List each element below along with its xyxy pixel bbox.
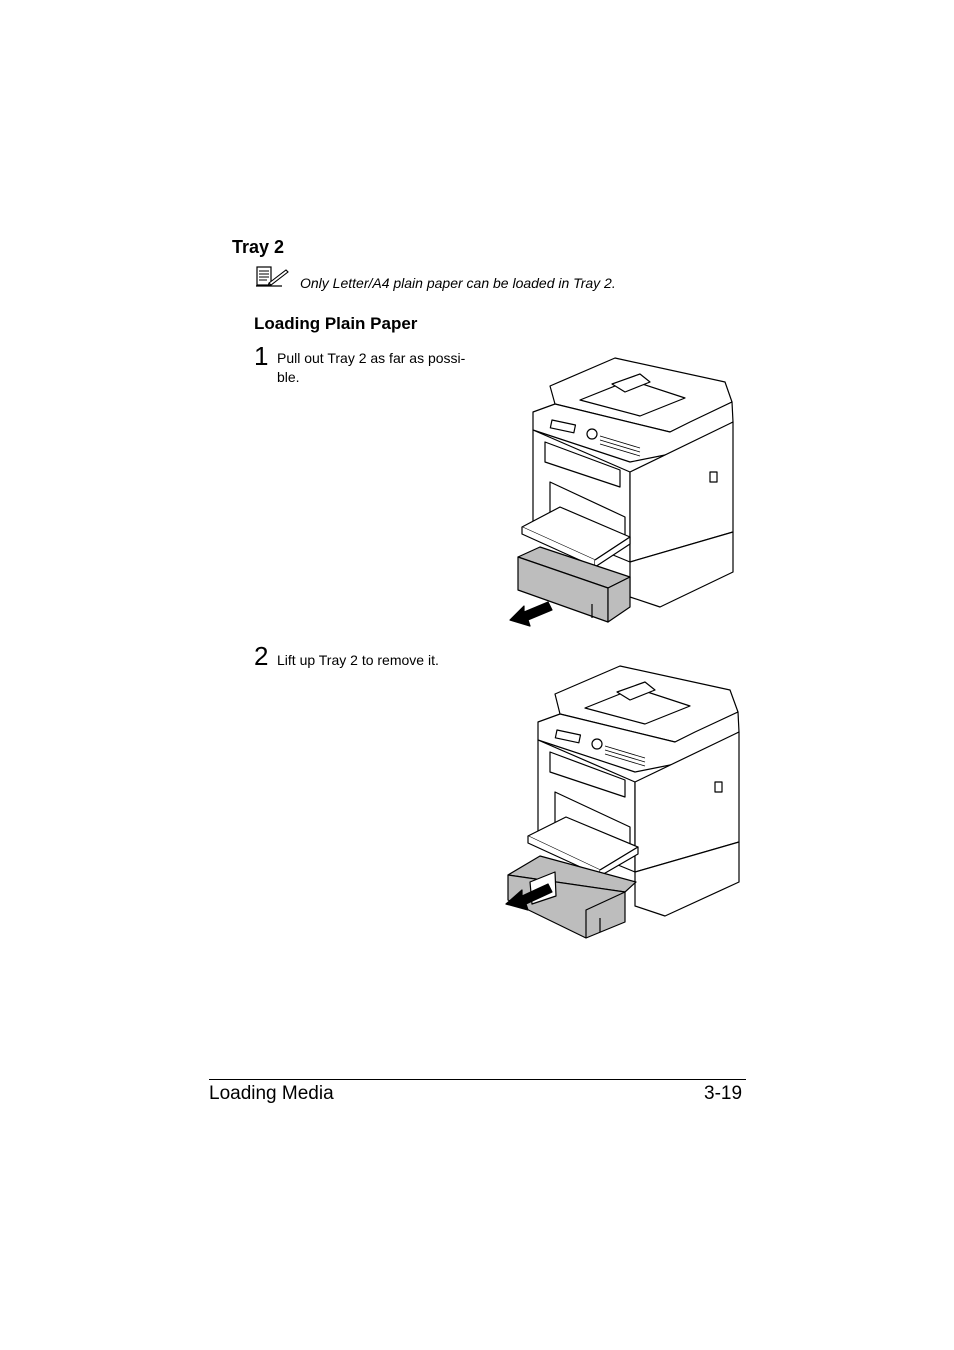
step-number: 2 <box>254 641 269 671</box>
step-number: 1 <box>254 341 269 371</box>
footer-chapter: Loading Media <box>209 1083 334 1104</box>
section-title: Tray 2 <box>232 237 285 257</box>
subsection-title: Loading Plain Paper <box>254 314 418 333</box>
note-text: Only Letter/A4 plain paper can be loaded… <box>300 275 616 291</box>
note-pencil-icon <box>256 266 290 288</box>
footer-page-number: 3-19 <box>704 1083 743 1104</box>
step-text: Lift up Tray 2 to remove it. <box>277 652 439 668</box>
printer-tray-pull-out-illustration <box>500 352 740 630</box>
footer-rule <box>209 1079 746 1080</box>
printer-tray-lift-remove-illustration <box>500 660 745 945</box>
step-text: Pull out Tray 2 as far as possi-ble. <box>277 350 466 385</box>
